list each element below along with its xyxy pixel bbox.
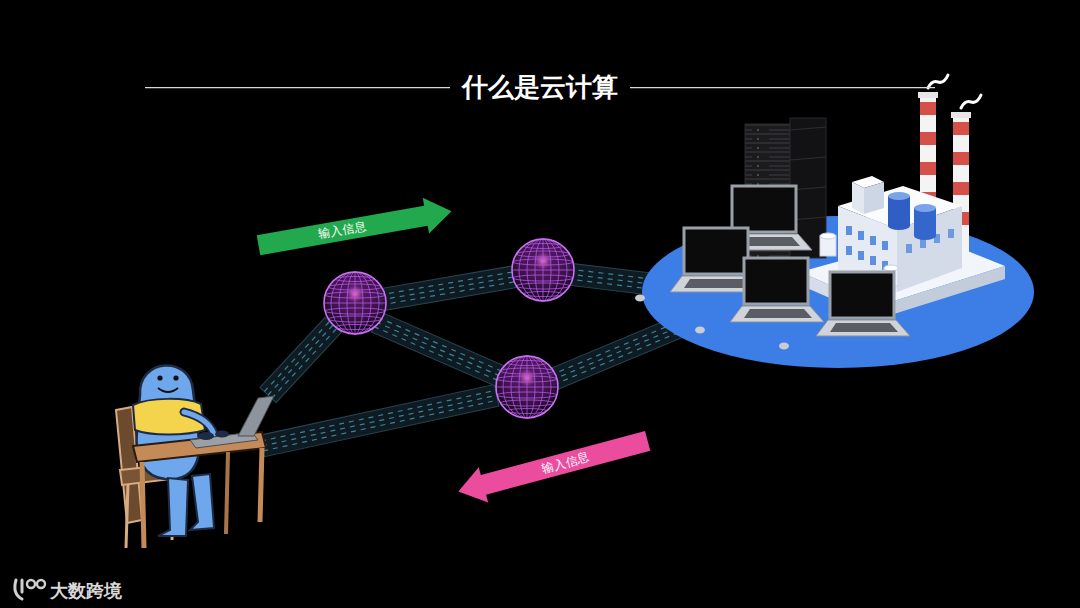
watermark-logo — [21, 580, 24, 592]
laptop-icon — [670, 186, 910, 336]
person-figure — [158, 478, 188, 536]
factory-building — [870, 256, 876, 265]
chimney — [918, 92, 938, 98]
factory-building — [846, 246, 852, 255]
wire-globe — [324, 239, 574, 418]
factory-building — [888, 222, 910, 230]
person-figure — [116, 365, 274, 548]
label-holder: 大数跨境 — [50, 580, 122, 602]
network-band — [372, 312, 505, 386]
laptop-icon — [730, 258, 824, 322]
factory-building — [914, 208, 936, 236]
chimney — [953, 152, 969, 165]
watermark-text: 大数跨境 — [50, 580, 122, 602]
factory-building — [914, 232, 936, 240]
chimney — [953, 182, 969, 195]
factory-building — [852, 182, 864, 214]
person-figure — [198, 432, 214, 440]
factory-building — [820, 233, 836, 239]
wire-globe — [496, 356, 558, 418]
person-figure — [158, 388, 178, 392]
network-band — [264, 321, 337, 398]
wire-globe — [324, 272, 386, 334]
wire-globe — [512, 239, 574, 301]
network-band — [260, 263, 697, 457]
mouse-icon — [695, 327, 705, 334]
network-band — [261, 390, 498, 450]
arrow-band: 输入信息 — [454, 423, 653, 509]
title-rule — [630, 87, 935, 88]
factory-building — [870, 236, 876, 245]
person-figure — [173, 375, 178, 380]
chimney — [920, 162, 936, 175]
watermark-logo — [37, 580, 45, 588]
factory-building — [948, 229, 954, 238]
watermark-logo — [15, 580, 45, 599]
person-figure — [260, 448, 262, 522]
server-rack — [790, 157, 826, 160]
person-figure — [215, 431, 229, 438]
title-holder: 什么是云计算 — [0, 72, 1080, 103]
factory-building — [888, 196, 910, 226]
factory-building — [884, 265, 898, 271]
factory-building — [858, 231, 864, 240]
data-center — [635, 75, 1034, 368]
laptop-icon — [816, 272, 910, 336]
watermark-logo — [15, 580, 22, 599]
factory-building — [888, 192, 910, 200]
network-band — [260, 385, 499, 457]
mouse-icon — [779, 343, 789, 350]
network-band — [378, 266, 516, 311]
chimney — [951, 112, 971, 118]
chimney — [961, 95, 981, 108]
network-band — [260, 385, 499, 457]
mouse-icon — [635, 295, 645, 302]
person-figure — [226, 452, 228, 534]
factory-building — [882, 241, 888, 250]
chimney — [928, 75, 948, 88]
network-band — [372, 312, 505, 386]
factory-building — [906, 244, 912, 253]
person-figure — [190, 474, 214, 530]
person-figure — [126, 484, 128, 548]
factory-building — [914, 204, 936, 212]
network-band — [374, 317, 503, 380]
watermark-logo — [27, 580, 35, 588]
person-figure — [184, 412, 214, 434]
network-band — [260, 317, 341, 402]
arrow-shape — [454, 423, 653, 509]
chimney — [920, 132, 936, 145]
factory-building — [920, 239, 926, 248]
person-figure — [142, 462, 144, 548]
title-rule — [145, 87, 450, 88]
factory-building — [864, 182, 884, 214]
network-band — [378, 266, 516, 311]
person-figure — [184, 412, 214, 434]
page-title: 什么是云计算 — [462, 72, 618, 103]
arrow-shape — [255, 193, 454, 263]
network-band — [260, 317, 341, 402]
chimney — [920, 102, 936, 115]
mouse-icon — [635, 295, 789, 350]
network-band — [379, 272, 515, 305]
person-figure — [238, 396, 274, 436]
arrow-band: 输入信息 — [255, 193, 454, 263]
factory-building — [846, 226, 852, 235]
server-rack — [790, 127, 826, 130]
person-figure — [157, 375, 162, 380]
factory-building — [858, 251, 864, 260]
chimney — [953, 122, 969, 135]
